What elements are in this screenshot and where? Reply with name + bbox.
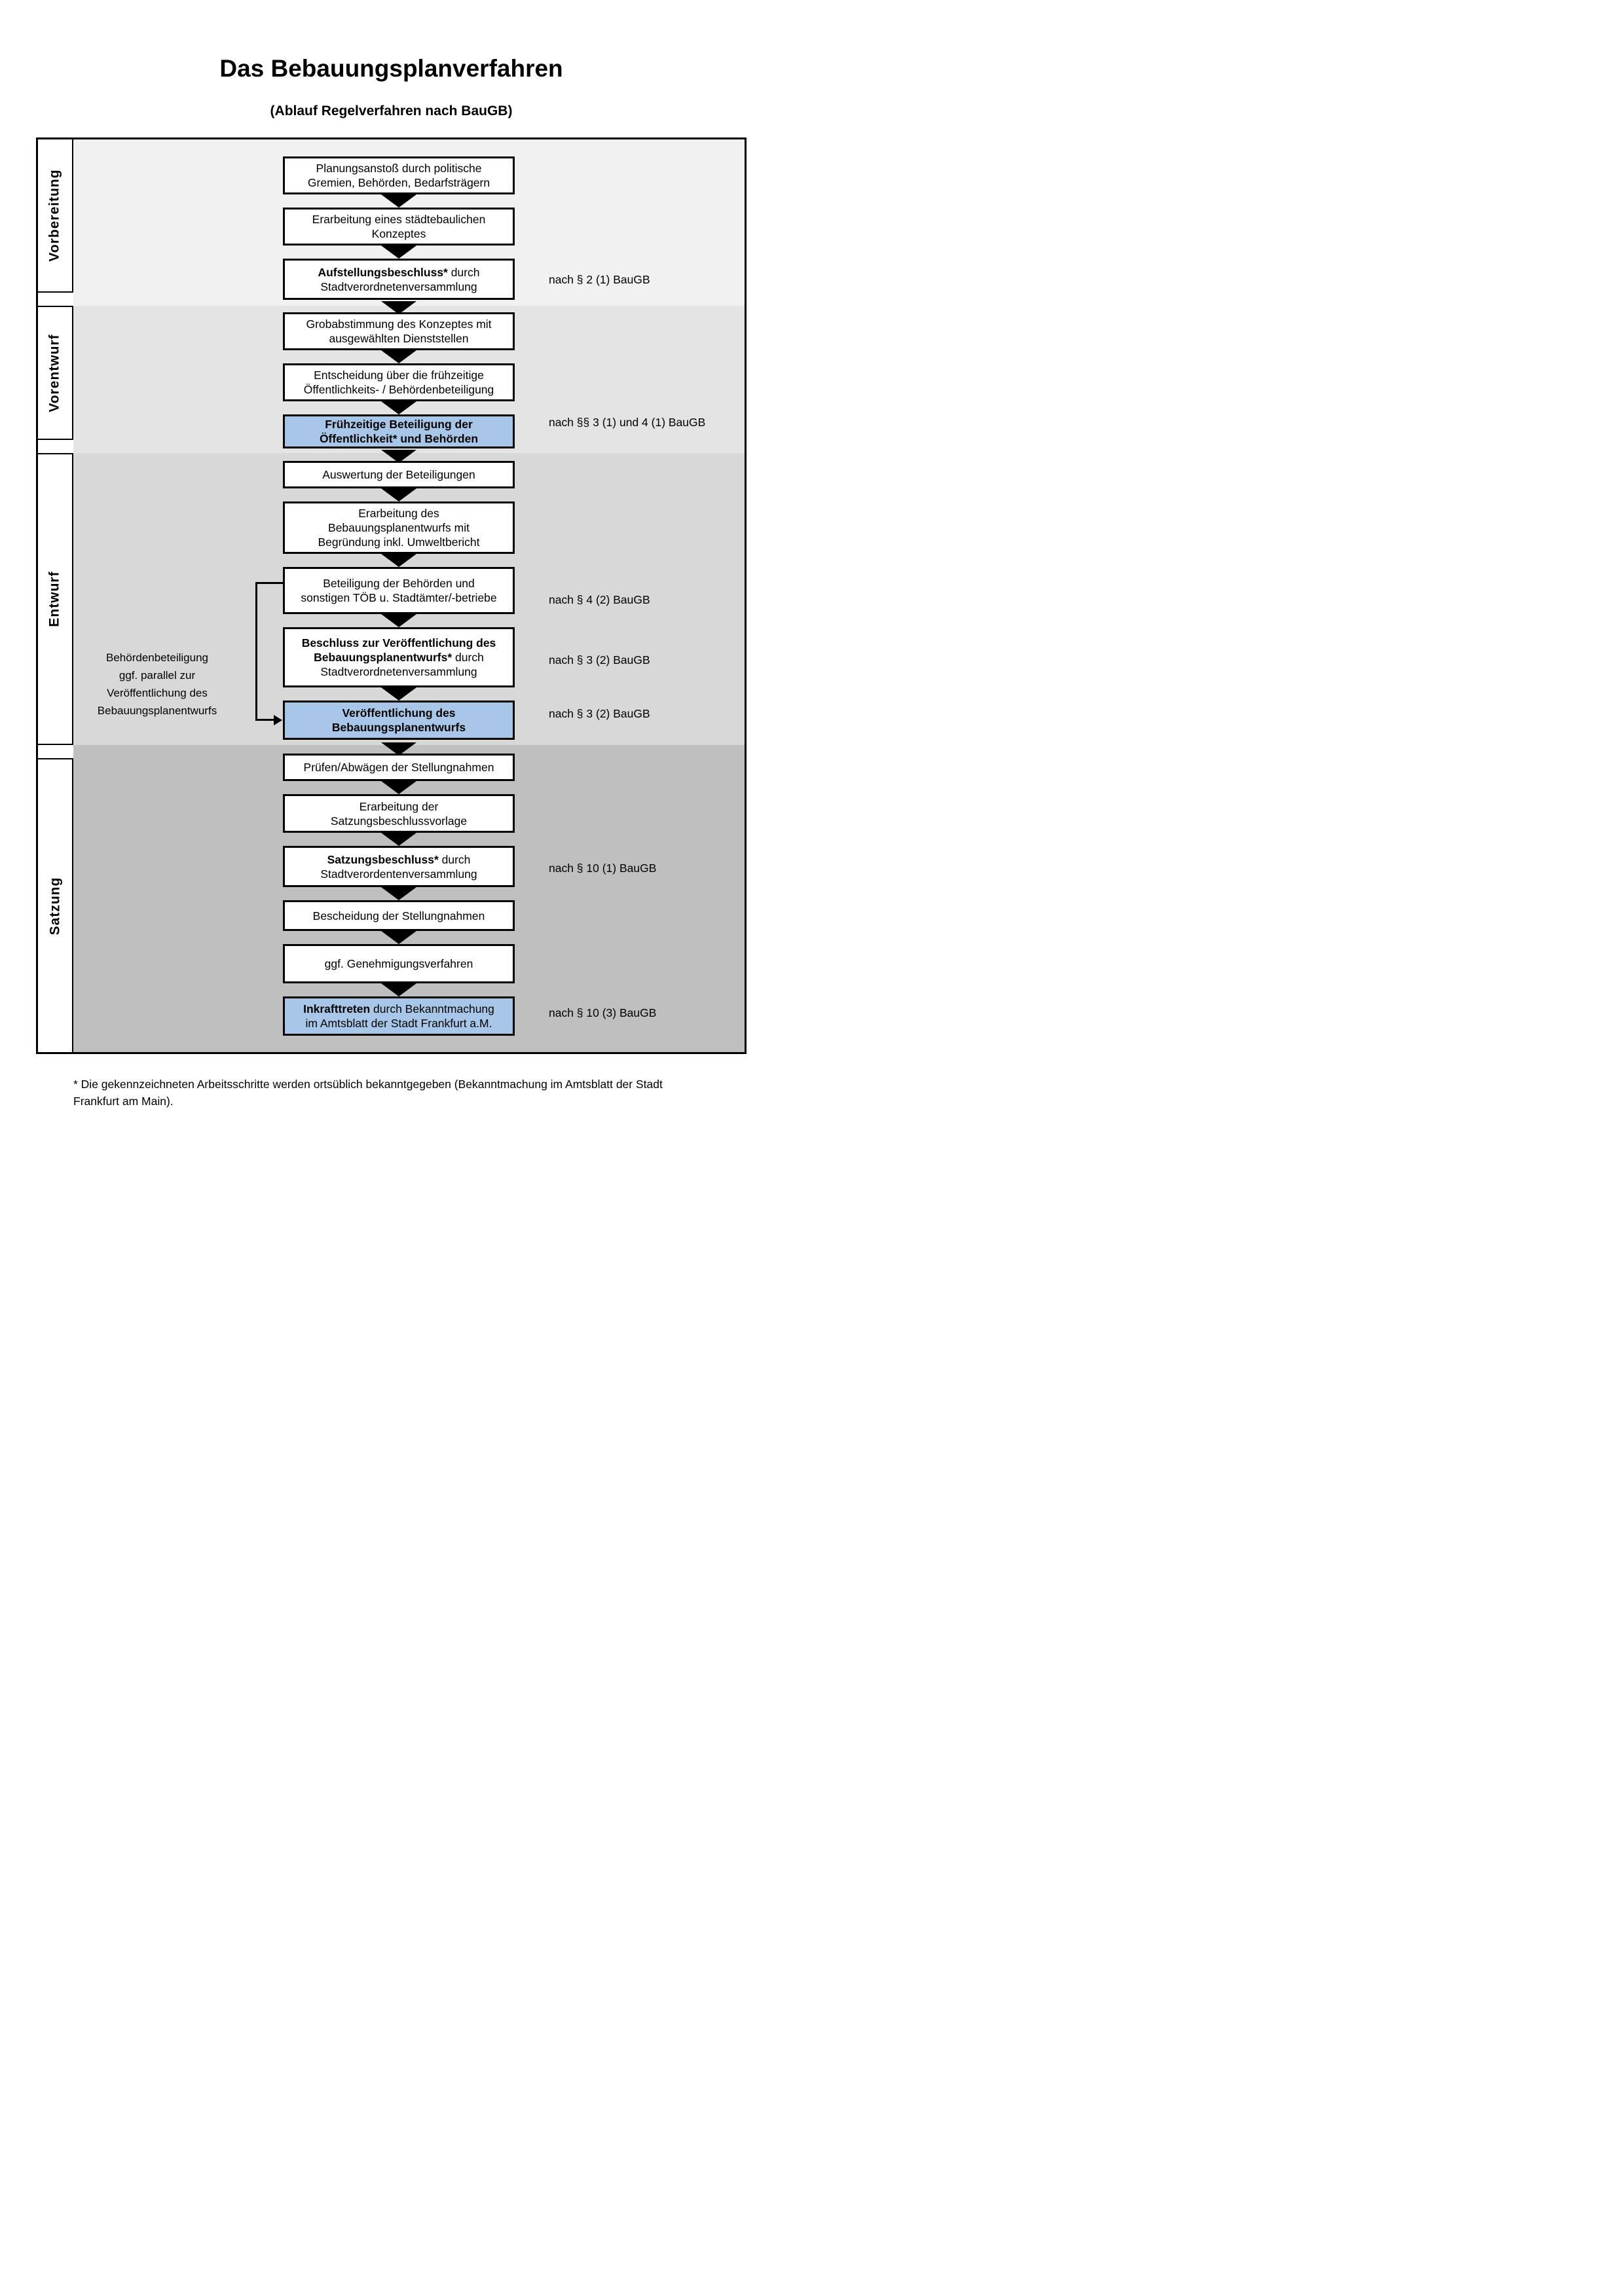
flow-box-auswertung: Auswertung der Beteiligungen <box>283 461 515 488</box>
flowchart-frame: Vorbereitung Vorentwurf Entwurf Satzung … <box>36 137 747 1054</box>
arrow-down-icon <box>381 246 416 259</box>
arrow-down-icon <box>381 742 416 756</box>
flow-box-pruefen-abwaegen: Prüfen/Abwägen der Stellungnahmen <box>283 754 515 781</box>
connector-line <box>255 719 275 721</box>
flow-box-satzungsbeschluss: Satzungsbeschluss* durch Stadtverordente… <box>283 846 515 887</box>
law-reference: nach §§ 3 (1) und 4 (1) BauGB <box>549 416 706 429</box>
law-reference: nach § 3 (2) BauGB <box>549 707 650 720</box>
law-reference: nach § 2 (1) BauGB <box>549 273 650 286</box>
arrow-down-icon <box>381 350 416 363</box>
side-note: Behördenbeteiligung ggf. parallel zur Ve… <box>97 651 217 717</box>
page: { "header": { "title": "Das Bebauungspla… <box>0 0 812 1148</box>
arrow-down-icon <box>381 887 416 900</box>
phase-label-vorbereitung: Vorbereitung <box>38 139 73 293</box>
arrow-right-icon <box>274 715 282 725</box>
section-vorentwurf: Grobabstimmung des Konzeptes mit ausgewä… <box>73 306 745 463</box>
flow-box-veroeffentlichung: Veröffentlichung des Bebauungsplanentwur… <box>283 701 515 740</box>
phase-label-text: Vorentwurf <box>47 333 62 412</box>
flow-box-beteiligung-behoerden: Beteiligung der Behörden und sonstigen T… <box>283 567 515 614</box>
section-satzung: Prüfen/Abwägen der Stellungnahmen Erarbe… <box>73 745 745 1052</box>
flow-box-beschluss-veroeffentlichung: Beschluss zur Veröffentlichung des Bebau… <box>283 627 515 687</box>
flow-box-staedtebauliches-konzept: Erarbeitung eines städtebaulichen Konzep… <box>283 208 515 246</box>
law-reference: nach § 10 (1) BauGB <box>549 862 657 875</box>
page-title: Das Bebauungsplanverfahren <box>219 55 563 82</box>
phase-label-text: Satzung <box>47 877 63 935</box>
phase-label-satzung: Satzung <box>38 758 73 1052</box>
connector-line <box>255 582 257 721</box>
phase-label-text: Entwurf <box>47 571 62 627</box>
arrow-down-icon <box>381 833 416 846</box>
flow-box-fruehzeitige-beteiligung: Frühzeitige Beteiligung der Öffentlichke… <box>283 414 515 448</box>
flow-box-inkrafttreten: Inkrafttreten durch Bekanntmachung im Am… <box>283 996 515 1036</box>
header: Das Bebauungsplanverfahren (Ablauf Regel… <box>36 55 747 119</box>
flow-box-entscheidung-beteiligung: Entscheidung über die frühzeitige Öffent… <box>283 363 515 401</box>
arrow-down-icon <box>381 687 416 701</box>
law-reference: nach § 10 (3) BauGB <box>549 1006 657 1019</box>
page-subtitle: (Ablauf Regelverfahren nach BauGB) <box>270 103 513 118</box>
footnote: * Die gekennzeichneten Arbeitsschritte w… <box>73 1078 663 1108</box>
phase-label-text: Vorbereitung <box>47 169 62 262</box>
phase-label-entwurf: Entwurf <box>38 453 73 745</box>
connector-line <box>255 582 283 584</box>
arrow-down-icon <box>381 554 416 567</box>
arrow-down-icon <box>381 488 416 501</box>
phase-label-vorentwurf: Vorentwurf <box>38 306 73 440</box>
arrow-down-icon <box>381 301 416 314</box>
flow-box-aufstellungsbeschluss: Aufstellungsbeschluss* durch Stadtverord… <box>283 259 515 300</box>
section-entwurf: Auswertung der Beteiligungen Erarbeitung… <box>73 453 745 756</box>
arrow-down-icon <box>381 401 416 414</box>
arrow-down-icon <box>381 614 416 627</box>
arrow-down-icon <box>381 983 416 996</box>
arrow-down-icon <box>381 450 416 463</box>
section-vorbereitung: Planungsanstoß durch politische Gremien,… <box>73 139 745 314</box>
flow-box-grobabstimmung: Grobabstimmung des Konzeptes mit ausgewä… <box>283 312 515 350</box>
law-reference: nach § 4 (2) BauGB <box>549 593 650 606</box>
flow-box-genehmigungsverfahren: ggf. Genehmigungsverfahren <box>283 944 515 983</box>
flow-box-planungsanstoss: Planungsanstoß durch politische Gremien,… <box>283 156 515 194</box>
arrow-down-icon <box>381 781 416 794</box>
arrow-down-icon <box>381 194 416 208</box>
flow-box-bescheidung: Bescheidung der Stellungnahmen <box>283 900 515 931</box>
flow-box-satzungsbeschlussvorlage: Erarbeitung der Satzungsbeschlussvorlage <box>283 794 515 833</box>
arrow-down-icon <box>381 931 416 944</box>
law-reference: nach § 3 (2) BauGB <box>549 653 650 666</box>
flow-box-erarbeitung-entwurf: Erarbeitung des Bebauungsplanentwurfs mi… <box>283 501 515 554</box>
